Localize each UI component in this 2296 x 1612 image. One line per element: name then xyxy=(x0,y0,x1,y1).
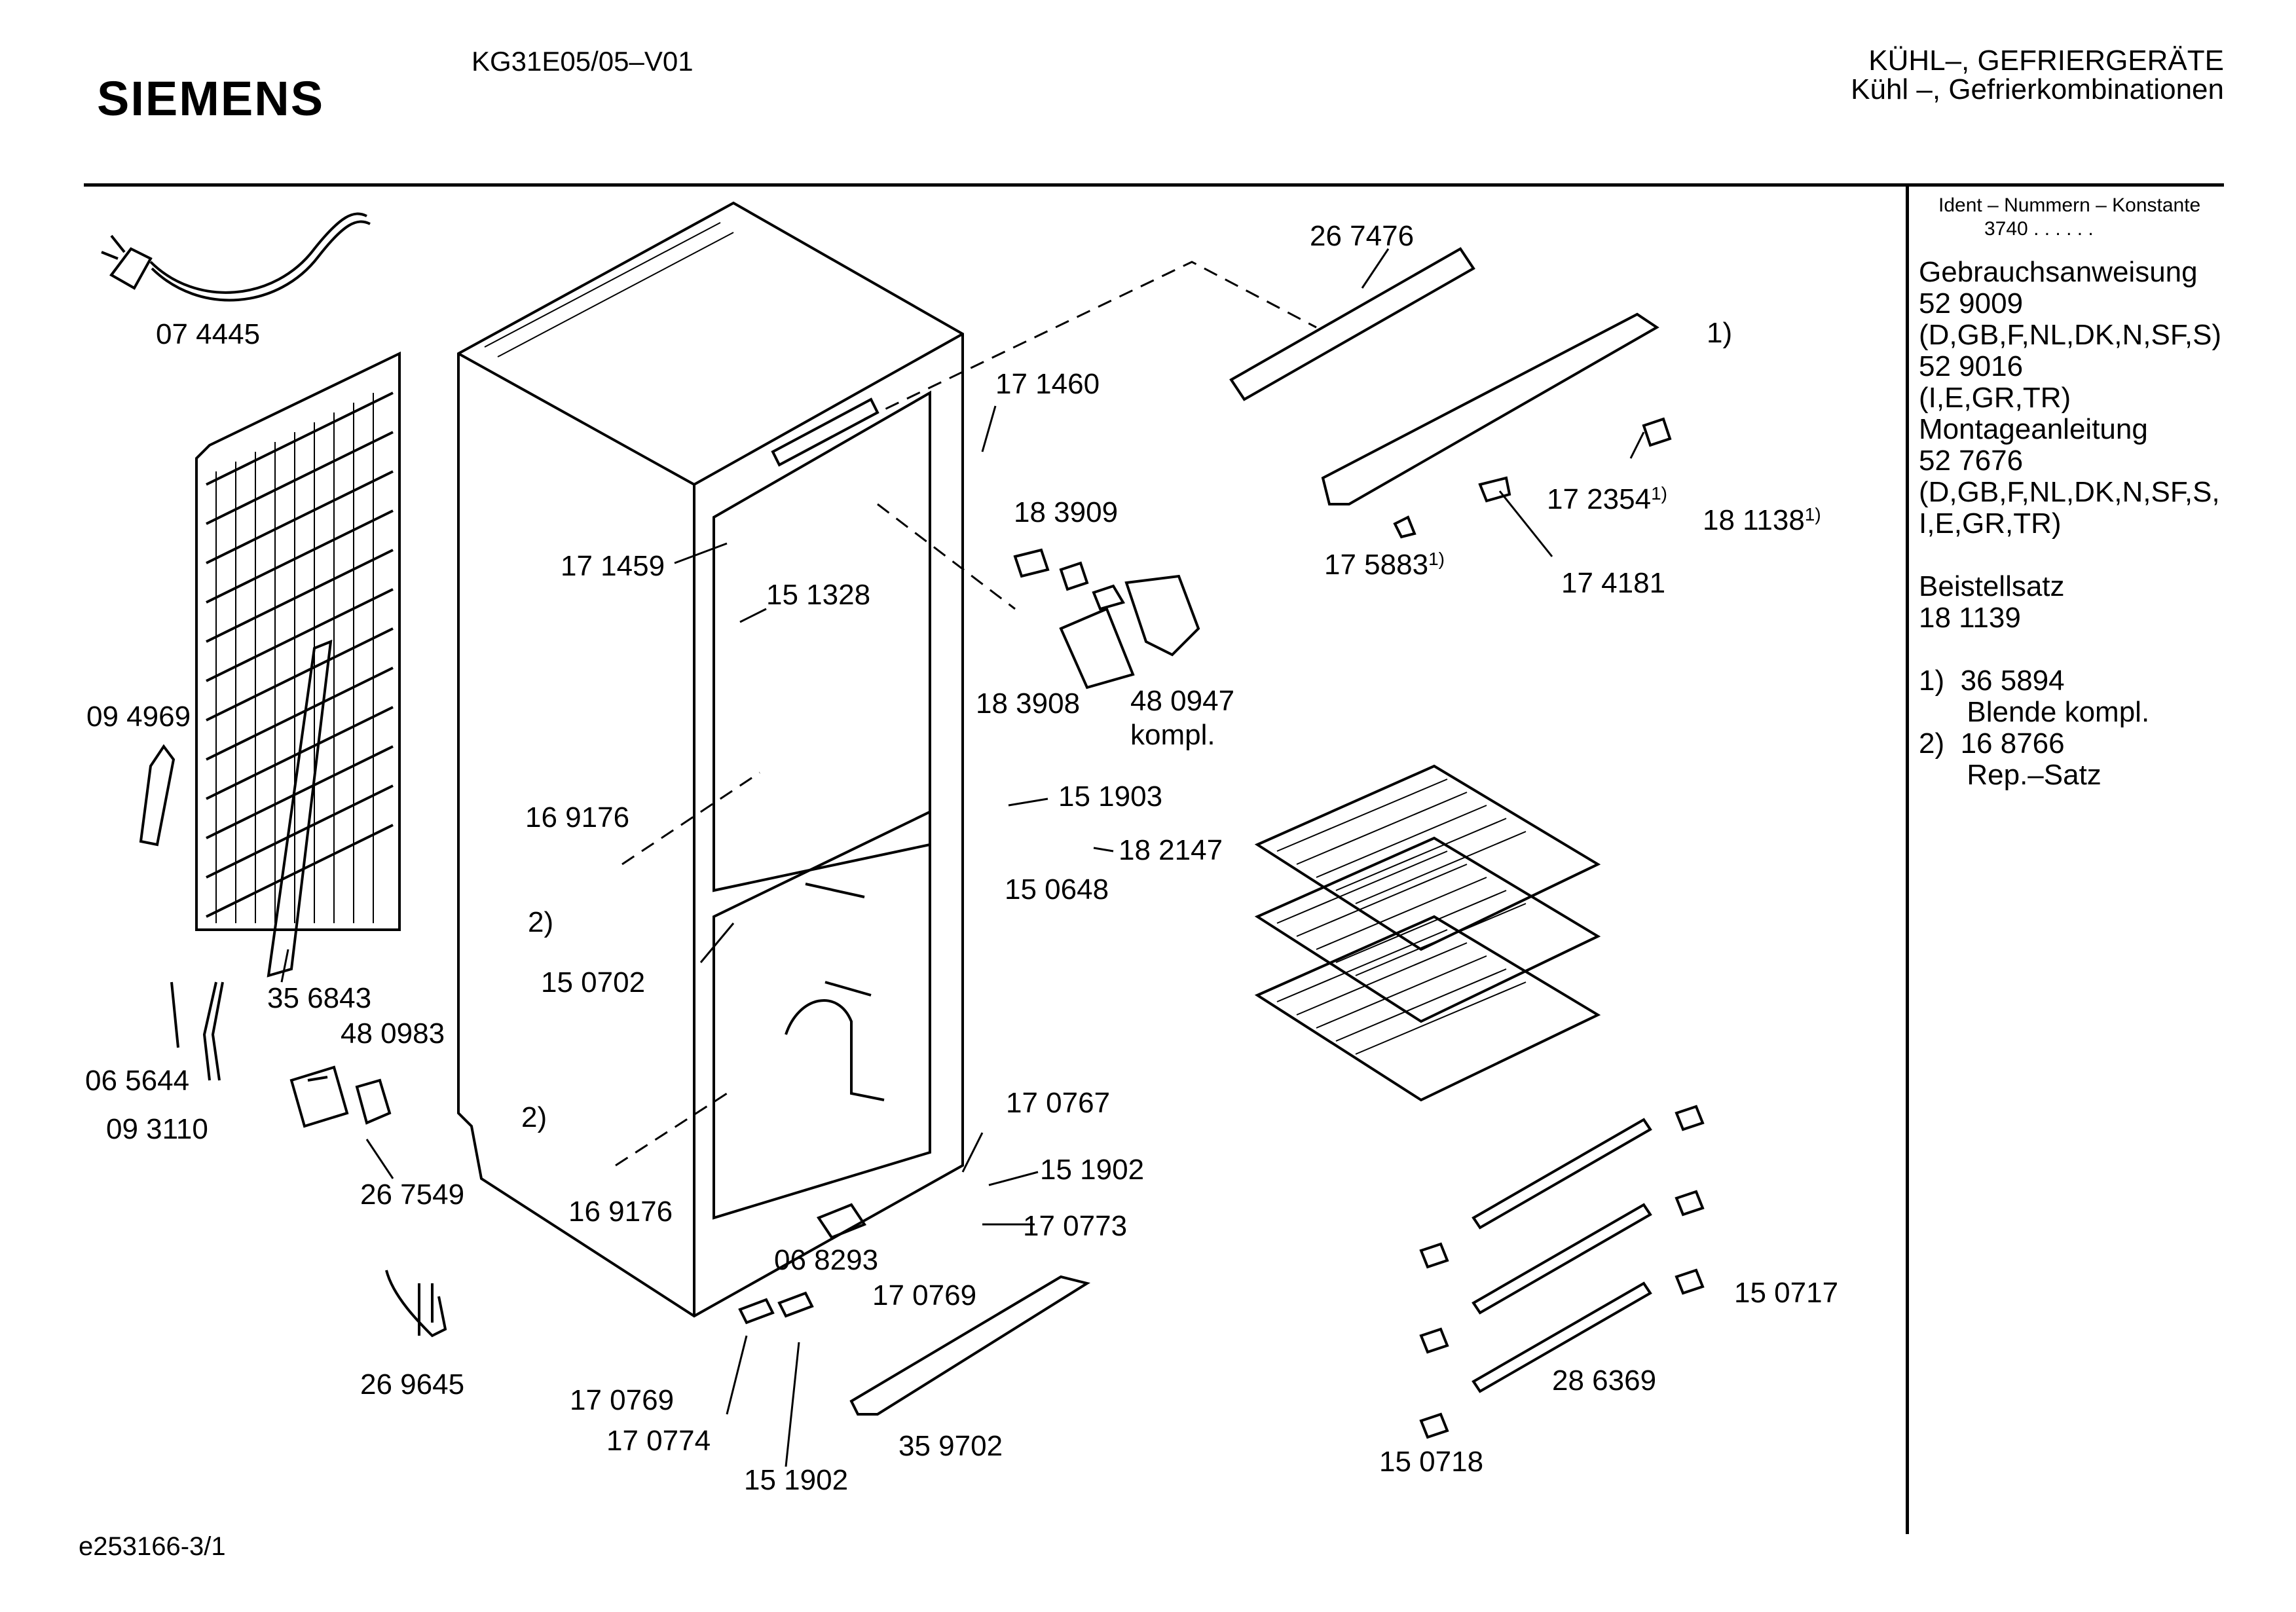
part-label: 18 3909 xyxy=(1014,496,1119,528)
part-label: 26 7549 xyxy=(360,1179,465,1211)
part-label: 16 9176 xyxy=(525,801,630,833)
document-code: e253166-3/1 xyxy=(79,1532,226,1561)
part-label: 17 0773 xyxy=(1023,1210,1128,1242)
drain-tube-drawing xyxy=(139,744,176,847)
brand-logo: SIEMENS xyxy=(97,71,325,126)
part-label: 15 1902 xyxy=(744,1464,849,1496)
header-rule xyxy=(84,183,2224,187)
part-label: 06 5644 xyxy=(85,1065,190,1097)
part-label: 48 0983 xyxy=(341,1017,445,1050)
control-panel-drawing xyxy=(1229,247,1672,539)
part-label: 18 3908 xyxy=(976,687,1081,720)
part-label: kompl. xyxy=(1130,719,1215,751)
bottom-cover-drawing xyxy=(849,1275,1091,1416)
cable-drawing xyxy=(385,1270,447,1338)
category-title: KÜHL–, GEFRIERGERÄTE xyxy=(1868,45,2224,77)
part-label: 15 0718 xyxy=(1379,1446,1484,1478)
category-subtitle: Kühl –, Gefrierkombinationen xyxy=(1851,73,2224,105)
part-label: 18 11381) xyxy=(1703,504,1821,536)
part-label: 17 23541) xyxy=(1547,483,1667,515)
part-label: 07 4445 xyxy=(156,318,261,350)
part-label: 06 8293 xyxy=(774,1244,879,1276)
part-label: 26 9645 xyxy=(360,1368,465,1401)
ident-title: Ident – Nummern – Konstante xyxy=(1938,194,2201,216)
part-label: 15 1328 xyxy=(766,579,871,611)
wire-shelves-drawing xyxy=(1254,764,1601,1102)
sidebar-rule xyxy=(1906,185,1909,1534)
part-label: 28 6369 xyxy=(1552,1365,1657,1397)
part-label: 17 0774 xyxy=(606,1425,711,1457)
part-label: 1) xyxy=(1707,317,1733,349)
part-label: 17 58831) xyxy=(1324,549,1445,581)
cabinet-drawing xyxy=(457,201,964,1318)
part-label: 26 7476 xyxy=(1310,220,1415,252)
part-label: 17 0769 xyxy=(570,1384,675,1416)
part-label: 09 3110 xyxy=(106,1113,208,1145)
part-label: 2) xyxy=(528,906,554,938)
part-label: 09 4969 xyxy=(86,701,191,733)
part-label: 17 1460 xyxy=(995,368,1100,400)
part-label: 17 4181 xyxy=(1561,567,1666,599)
pointer-lines xyxy=(280,248,1645,1467)
sidebar-lines: Gebrauchsanweisung 52 9009 (D,GB,F,NL,DK… xyxy=(1919,256,2222,791)
part-label: 15 0648 xyxy=(1005,873,1109,906)
leader-lines xyxy=(615,261,1317,1167)
rail-drawing xyxy=(267,639,333,978)
part-label: 15 1902 xyxy=(1040,1154,1145,1186)
part-label: 17 0767 xyxy=(1006,1087,1111,1119)
power-cord-drawing xyxy=(101,212,371,302)
part-label: 17 0769 xyxy=(872,1279,977,1311)
part-label: 35 9702 xyxy=(898,1430,1003,1462)
part-label: 2) xyxy=(521,1101,547,1133)
part-label: 15 0702 xyxy=(541,966,646,998)
hinge-drawing xyxy=(738,1291,814,1325)
part-label: 15 1903 xyxy=(1058,780,1163,813)
part-label: 16 9176 xyxy=(568,1196,673,1228)
condenser-coil-drawing xyxy=(195,351,401,931)
shelf-rails-drawing xyxy=(1419,1105,1705,1439)
lamp-housing-drawing xyxy=(1013,548,1200,689)
sensor-drawing xyxy=(170,981,224,1081)
model-number: KG31E05/05–V01 xyxy=(472,46,694,77)
part-label: 35 6843 xyxy=(267,982,372,1014)
relay-drawing xyxy=(289,1065,392,1128)
ident-value: 3740 . . . . . . xyxy=(1984,218,2094,240)
part-label: 18 2147 xyxy=(1119,834,1223,866)
part-label: 17 1459 xyxy=(561,550,665,582)
part-label: 48 0947 xyxy=(1130,685,1235,717)
foot-drawing xyxy=(816,1203,867,1239)
part-label: 15 0717 xyxy=(1734,1277,1839,1309)
